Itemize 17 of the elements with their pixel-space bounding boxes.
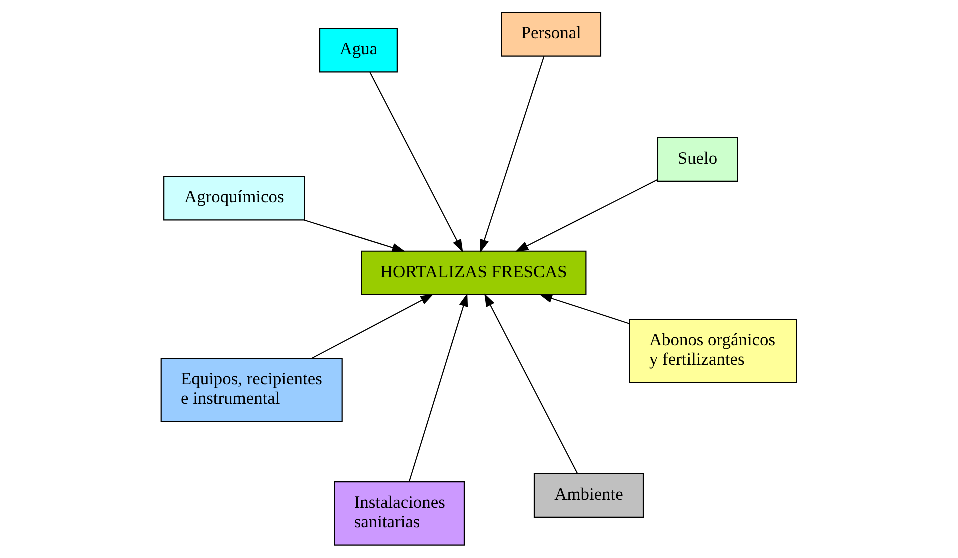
arrow [484,294,578,474]
arrow [480,56,545,253]
arrow [539,294,630,324]
arrow [516,179,658,252]
arrow [370,72,464,253]
node-box: Agroquímicos [164,176,306,221]
arrow [408,294,468,482]
node-box: Instalaciones sanitarias [334,482,466,546]
node-box: Abonos orgánicos y fertilizantes [629,319,798,384]
node-box: Personal [501,12,602,57]
arrow [312,294,434,360]
node-box: Ambiente [534,473,644,518]
node-box: HORTALIZAS FRESCAS [361,250,587,296]
node-box: Equipos, recipientes e instrumental [160,358,343,422]
node-box: Suelo [657,137,738,182]
arrow [304,220,406,252]
node-box: Agua [319,28,398,73]
